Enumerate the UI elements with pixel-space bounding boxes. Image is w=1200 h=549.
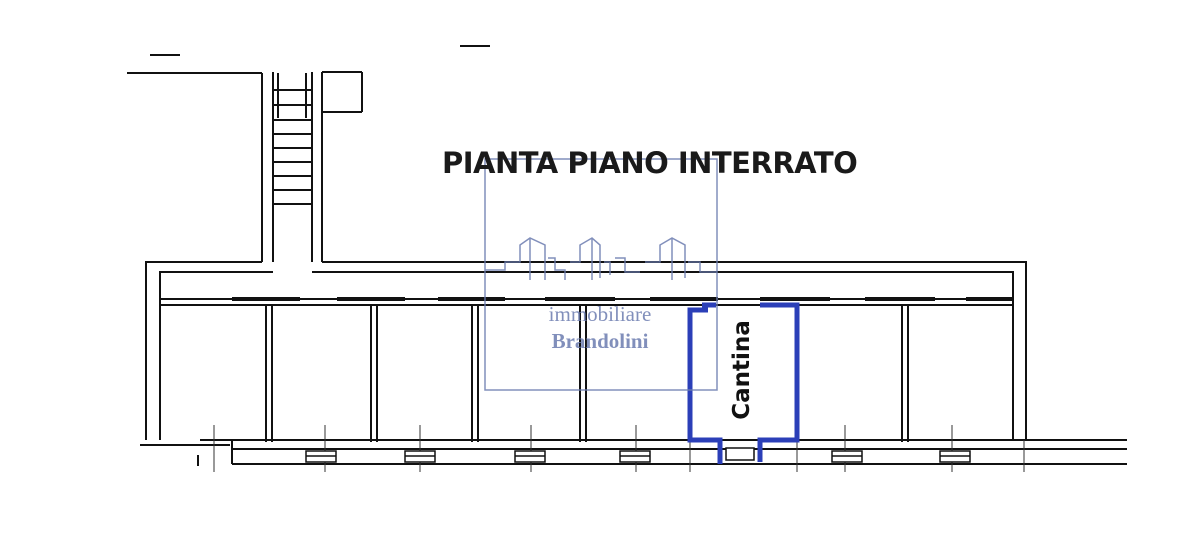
plan-title: PIANTA PIANO INTERRATO <box>442 146 858 180</box>
windows <box>305 450 971 463</box>
perimeter-walls <box>140 261 1127 466</box>
watermark-text-immobiliare: immobiliare <box>548 302 652 326</box>
partition-walls <box>265 305 909 442</box>
watermark-text-brandolini: Brandolini <box>551 329 649 353</box>
stair-steps <box>273 89 312 205</box>
highlighted-cellar <box>687 302 800 464</box>
cellar-label: Cantina <box>729 320 755 420</box>
stair-shaft <box>127 45 490 262</box>
dimension-ticks <box>213 425 1025 472</box>
watermark-logo <box>484 158 718 391</box>
